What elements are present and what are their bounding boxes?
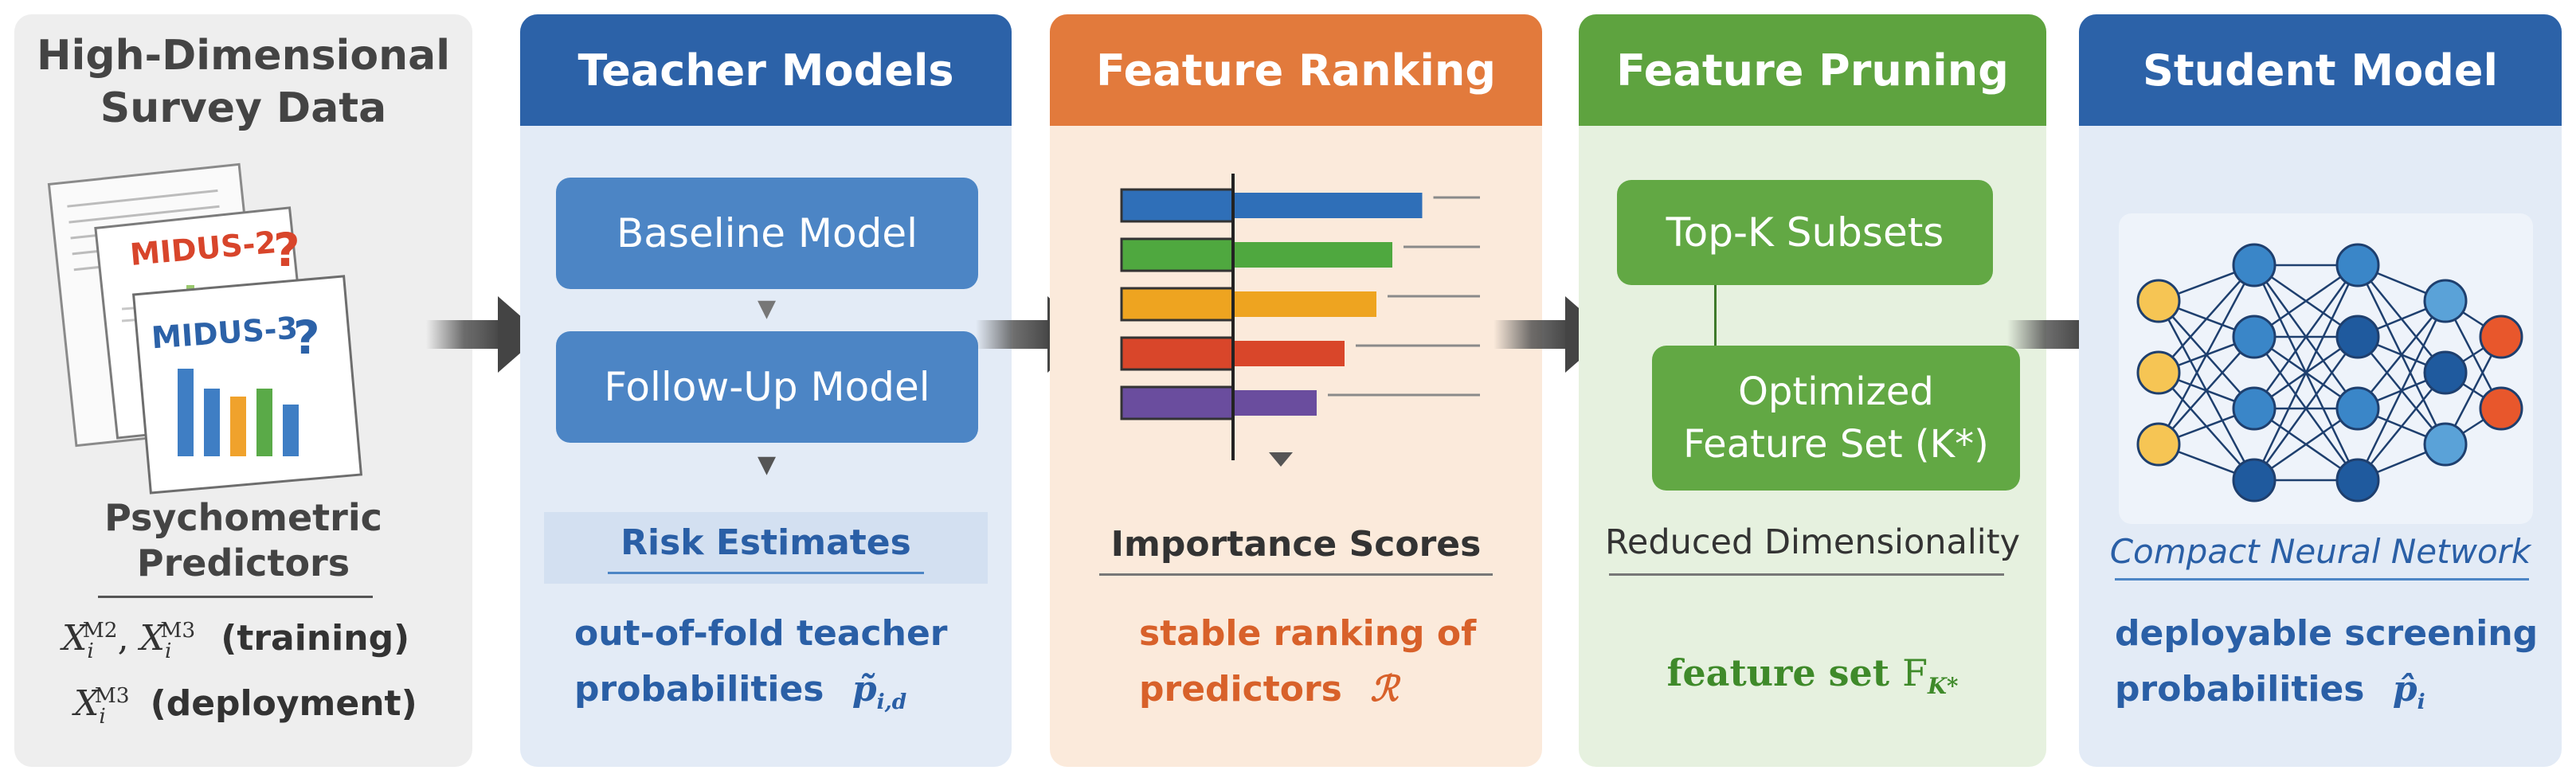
optimized-feature-set-box: Optimized Feature Set (K*) bbox=[1652, 346, 2020, 491]
network-node bbox=[2423, 422, 2468, 467]
deployment-note: (deployment) bbox=[150, 683, 417, 724]
feature-pruning-panel: Feature Pruning Top-K Subsets Optimized … bbox=[1579, 14, 2046, 767]
training-formula: XiM2, XiM3 (training) bbox=[62, 618, 410, 663]
importance-bar bbox=[1233, 341, 1345, 366]
down-arrow-icon-2: ▼ bbox=[758, 451, 777, 479]
teacher-desc-line1: out-of-fold teacher bbox=[574, 613, 948, 654]
network-node bbox=[2335, 386, 2380, 431]
survey-divider bbox=[98, 596, 373, 598]
network-node bbox=[2136, 279, 2181, 323]
importance-bar-chart bbox=[1120, 174, 1480, 467]
network-node bbox=[2479, 315, 2523, 359]
network-node bbox=[2423, 350, 2468, 395]
deployment-formula: XiM3 (deployment) bbox=[74, 683, 417, 729]
survey-title-line2: Survey Data bbox=[100, 84, 387, 132]
network-node bbox=[2232, 315, 2277, 359]
pruning-desc: feature set FK* bbox=[1666, 651, 1959, 700]
midus3-document-icon bbox=[131, 275, 363, 495]
importance-swatch bbox=[1120, 237, 1235, 272]
connector-line bbox=[1714, 285, 1717, 358]
pruning-header: Feature Pruning bbox=[1579, 14, 2046, 126]
student-header: Student Model bbox=[2079, 14, 2562, 126]
midus2-question-icon: ? bbox=[273, 223, 300, 277]
midus3-question-icon: ? bbox=[293, 311, 320, 365]
survey-subtitle-line1: Psychometric bbox=[104, 496, 382, 539]
network-edge bbox=[2157, 264, 2256, 445]
ranking-desc-line1: stable ranking of bbox=[1139, 613, 1477, 654]
teacher-header: Teacher Models bbox=[520, 14, 1012, 126]
compact-neural-network-label: Compact Neural Network bbox=[2109, 532, 2531, 571]
network-edge bbox=[2356, 300, 2447, 481]
optimized-line2: Feature Set (K*) bbox=[1683, 422, 1989, 467]
flow-arrow-1 bbox=[426, 296, 542, 373]
network-node bbox=[2232, 458, 2277, 502]
importance-swatch bbox=[1120, 188, 1235, 223]
pruning-symbol: FK* bbox=[1902, 651, 1959, 700]
neural-network-icon bbox=[2136, 243, 2523, 502]
survey-subtitle-line2: Predictors bbox=[136, 541, 350, 584]
ranking-symbol: ℛ bbox=[1370, 669, 1399, 710]
student-model-panel: Student Model Compact Neural Network dep… bbox=[2079, 14, 2562, 767]
network-node bbox=[2232, 386, 2277, 431]
network-node bbox=[2479, 386, 2523, 431]
teacher-models-panel: Teacher Models Baseline Model ▼ Follow-U… bbox=[520, 14, 1012, 767]
student-divider bbox=[2115, 578, 2529, 581]
ranking-header: Feature Ranking bbox=[1050, 14, 1542, 126]
network-node bbox=[2335, 458, 2380, 502]
network-edge bbox=[2158, 336, 2255, 445]
network-edge bbox=[2357, 300, 2446, 409]
ranking-divider bbox=[1099, 573, 1493, 576]
follow-up-model-box: Follow-Up Model bbox=[556, 331, 978, 443]
teacher-desc-line2: probabilities p̃i,d bbox=[574, 669, 907, 714]
importance-swatch bbox=[1120, 287, 1235, 322]
survey-documents-illustration bbox=[47, 162, 363, 495]
network-node bbox=[2335, 243, 2380, 287]
risk-estimates-label: Risk Estimates bbox=[621, 522, 911, 563]
importance-bar bbox=[1233, 291, 1376, 317]
network-node bbox=[2136, 422, 2181, 467]
top-k-subsets-box: Top-K Subsets bbox=[1617, 180, 1993, 285]
teacher-divider bbox=[608, 572, 924, 574]
network-edge bbox=[2253, 336, 2359, 481]
student-prob-symbol: p̂ bbox=[2392, 669, 2417, 710]
survey-title-line1: High-Dimensional bbox=[36, 32, 451, 80]
importance-bar bbox=[1233, 390, 1317, 416]
importance-bar bbox=[1233, 193, 1423, 218]
reduced-dimensionality-label: Reduced Dimensionality bbox=[1604, 522, 2021, 562]
pruning-divider bbox=[1609, 573, 2004, 576]
importance-bar bbox=[1233, 242, 1392, 268]
teacher-prob-symbol: p̃ bbox=[851, 669, 877, 710]
student-desc-line1: deployable screening bbox=[2115, 613, 2539, 654]
student-desc-line2: probabilities p̂i bbox=[2115, 669, 2425, 714]
network-node bbox=[2423, 279, 2468, 323]
feature-ranking-panel: Feature Ranking Importance Scores stable… bbox=[1050, 14, 1542, 767]
network-edge bbox=[2253, 264, 2359, 409]
network-edge bbox=[2357, 372, 2446, 481]
importance-swatch bbox=[1120, 336, 1235, 371]
importance-swatch bbox=[1120, 385, 1235, 420]
network-edge bbox=[2253, 264, 2359, 481]
ranking-desc-line2: predictors ℛ bbox=[1139, 669, 1399, 710]
baseline-model-box: Baseline Model bbox=[556, 178, 978, 289]
survey-data-panel: High-Dimensional Survey Data bbox=[14, 14, 472, 767]
network-node bbox=[2335, 315, 2380, 359]
network-node bbox=[2136, 350, 2181, 395]
optimized-line1: Optimized bbox=[1738, 369, 1934, 414]
importance-scores-label: Importance Scores bbox=[1110, 524, 1482, 565]
down-arrow-icon bbox=[1269, 452, 1293, 467]
network-edge bbox=[2158, 264, 2255, 373]
network-node bbox=[2232, 243, 2277, 287]
training-note: (training) bbox=[221, 618, 410, 659]
down-arrow-icon-1: ▼ bbox=[758, 295, 777, 323]
